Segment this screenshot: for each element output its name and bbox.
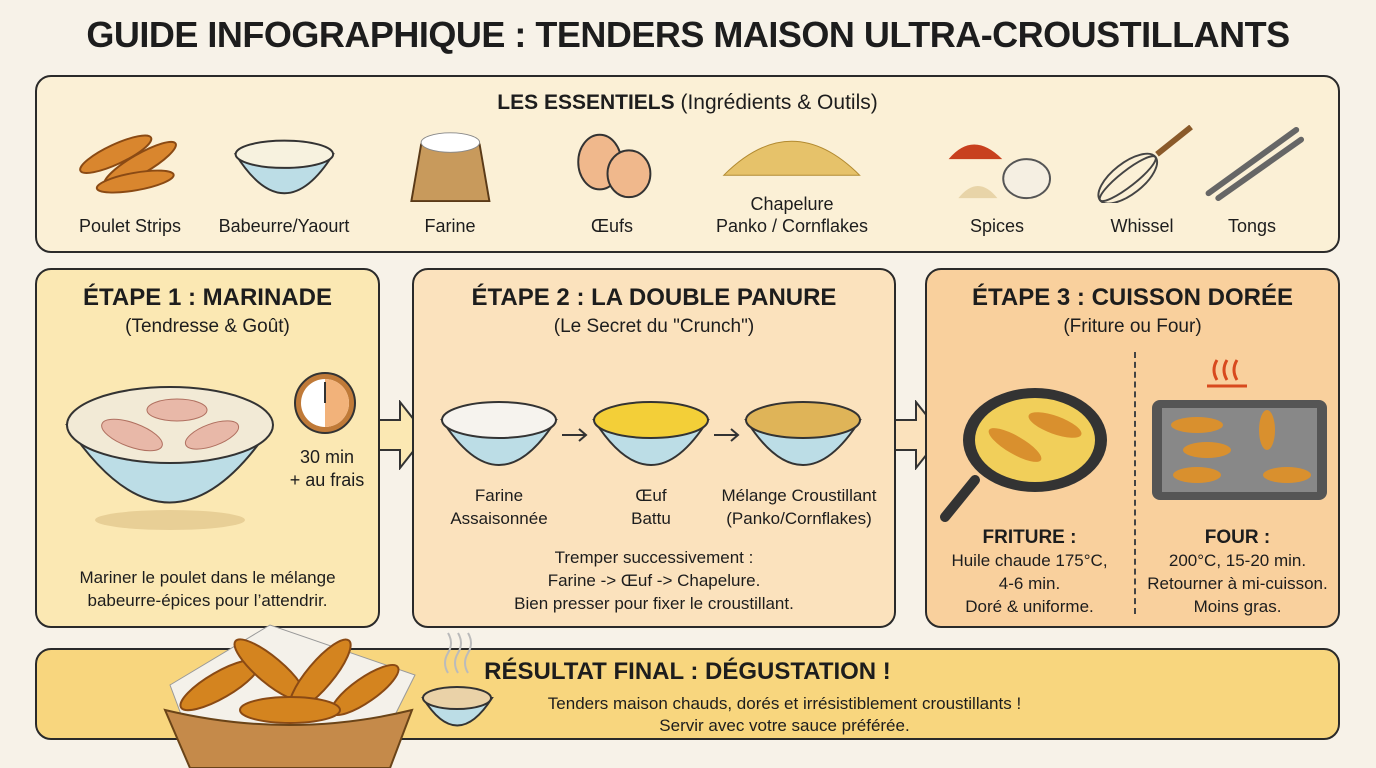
final-line-2: Servir avec votre sauce préférée. [659,716,910,735]
step-1-desc-1: Mariner le poulet dans le mélange [79,568,336,587]
step-1-panel: ÉTAPE 1 : MARINADE (Tendresse & Goût) 30… [35,268,380,628]
tongs-icon [1205,126,1304,202]
ingredient-spices: Spices [922,125,1072,237]
ingredient-buttermilk: Babeurre/Yaourt [209,125,359,237]
essentials-panel: LES ESSENTIELS (Ingrédients & Outils) Po… [35,75,1340,253]
marinade-note: + au frais [289,470,365,490]
ingredient-flour: Farine [375,125,525,237]
fry-method: FRITURE :Huile chaude 175°C,4-6 min.Doré… [951,527,1108,616]
final-title: RÉSULTAT FINAL : DÉGUSTATION ! [484,658,891,685]
ingredient-chicken: Poulet Strips [55,125,205,237]
marinade-time: 30 min [299,447,355,467]
ingredient-eggs: Œufs [537,125,687,237]
eggs-icon [576,133,651,199]
bowl-icon [233,139,335,194]
step-2-subtitle: (Le Secret du "Crunch") [553,316,755,337]
whisk-icon [1097,125,1193,203]
sauce-bowl-icon [421,632,494,727]
flour-sack-icon [409,132,491,203]
marinade-bowl-icon [65,386,274,530]
tenders-basket-icon [163,624,416,768]
frying-pan-icon [940,388,1107,522]
divider [1134,352,1136,614]
step-1-desc-2: babeurre-épices pour l’attendrir. [87,591,328,610]
chicken-strips-icon [78,134,177,194]
step-2-desc-3: Bien presser pour fixer le croustillant. [514,594,794,613]
tool-whisk: Whissel [1067,125,1217,237]
page-title: GUIDE INFOGRAPHIQUE : TENDERS MAISON ULT… [86,14,1290,55]
oven-tray-icon [1152,359,1327,500]
final-line-1: Tenders maison chauds, dorés et irrésist… [547,694,1022,713]
step-1-subtitle: (Tendresse & Goût) [125,316,290,337]
essentials-heading: LES ESSENTIELS (Ingrédients & Outils) [497,91,878,114]
step-2-panel: ÉTAPE 2 : LA DOUBLE PANURE (Le Secret du… [412,268,896,628]
step-2-desc-1: Tremper successivement : [554,548,754,567]
ingredient-breadcrumbs: Chapelure Panko / Cornflakes [692,117,892,237]
step-3-title: ÉTAPE 3 : CUISSON DORÉE [972,284,1293,311]
step-2-desc-2: Farine -> Œuf -> Chapelure. [547,571,761,590]
step-1-title: ÉTAPE 1 : MARINADE [83,284,332,311]
bowl-label-crumbs: Mélange Croustillant(Panko/Cornflakes) [721,486,877,528]
breadcrumbs-icon [722,140,862,176]
step-2-title: ÉTAPE 2 : LA DOUBLE PANURE [471,284,837,311]
breading-station-icons [440,401,862,466]
oven-method: FOUR :200°C, 15-20 min.Retourner à mi-cu… [1147,527,1328,616]
step-3-subtitle: (Friture ou Four) [1063,316,1202,337]
step-3-panel: ÉTAPE 3 : CUISSON DORÉE (Friture ou Four… [925,268,1340,628]
spices-garlic-icon [948,144,1051,200]
tool-tongs: Tongs [1177,125,1327,237]
timer-clock-icon [294,372,356,434]
